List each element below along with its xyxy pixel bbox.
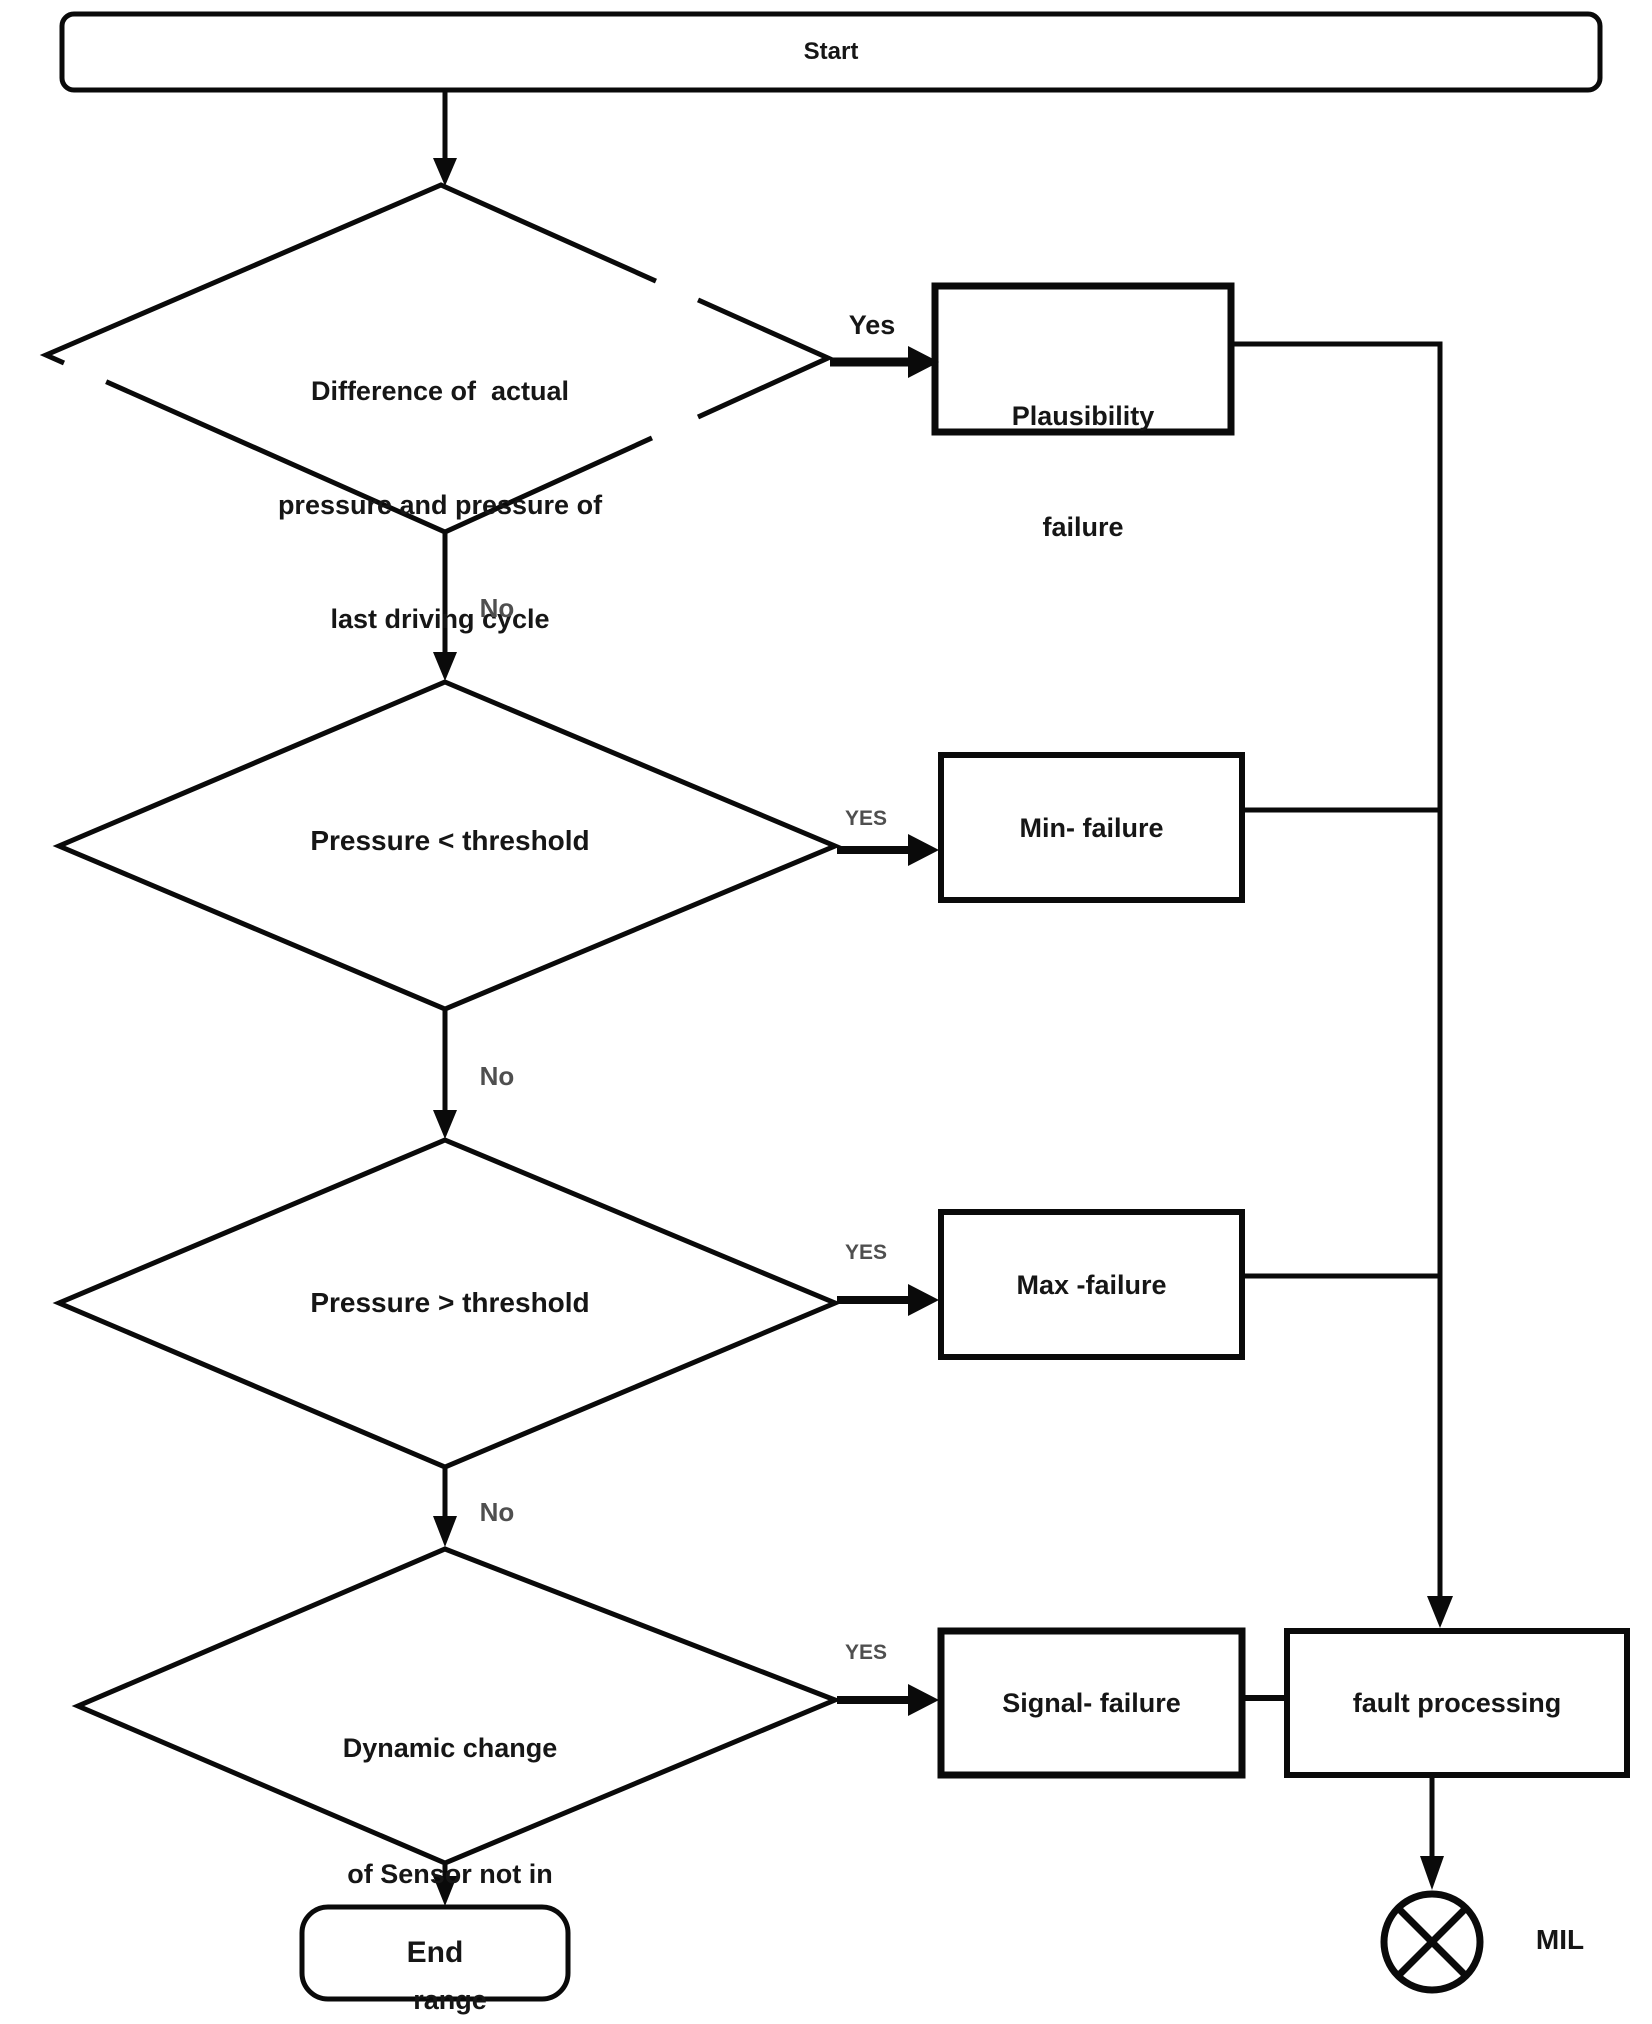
decision1-label-line1: Difference of actual: [310, 376, 570, 406]
no-label-1: No: [479, 593, 515, 623]
arrowhead-down-icon: [433, 1876, 457, 1906]
arrowhead-down-icon: [1420, 1856, 1444, 1890]
trunk-connector: [1231, 341, 1443, 1600]
scan-gap: [649, 411, 701, 444]
fault-processing-label: fault processing: [1352, 1688, 1562, 1718]
decision4-label: Dynamic change of Sensor not in range: [195, 1643, 705, 2024]
decision2-label: Pressure < threshold: [310, 825, 590, 856]
decision1-label-line2: pressure and pressure of: [277, 490, 603, 520]
plausibility-failure-line2: failure: [1042, 512, 1124, 542]
plausibility-failure-box-shape: [931, 282, 1235, 436]
arrowhead-right-icon: [908, 1284, 939, 1316]
arrowhead-down-icon: [433, 158, 457, 186]
decision1-label: Difference of actual pressure and pressu…: [190, 296, 690, 714]
plausibility-failure-line1: Plausibility: [1011, 401, 1155, 431]
signal-failure-label: Signal- failure: [1002, 1688, 1181, 1718]
arrowhead-right-icon: [908, 834, 939, 866]
arrowhead-down-icon: [433, 1110, 457, 1139]
mil-label: MIL: [1535, 1924, 1585, 1955]
fault-processing-box-shape: [1284, 1628, 1630, 1778]
max-failure-label: Max -failure: [1016, 1270, 1167, 1300]
arrowhead-right-icon: [908, 346, 939, 378]
decision4-label-line2: of Sensor not in: [347, 1859, 553, 1889]
yes-label-signal: YES: [844, 1641, 888, 1664]
signal-failure-box-shape: [937, 1627, 1246, 1779]
decision4-label-line3: range: [413, 1985, 487, 2015]
arrowhead-down-icon: [433, 652, 457, 681]
min-failure-box-shape: [938, 752, 1245, 903]
arrowhead-right-icon: [908, 1684, 939, 1716]
yes-label-min: YES: [844, 807, 888, 830]
decision4-label-line1: Dynamic change: [342, 1733, 558, 1763]
end-node-shape: [299, 1904, 571, 2002]
max-failure-box-shape: [938, 1209, 1245, 1360]
arrowhead-down-icon: [433, 1516, 457, 1547]
start-label: Start: [803, 38, 859, 65]
decision3-label: Pressure > threshold: [310, 1287, 590, 1318]
min-failure-label: Min- failure: [1019, 813, 1164, 843]
yes-label-plausibility: Yes: [848, 310, 896, 340]
mil-lamp-icon: [1380, 1890, 1484, 1994]
end-label: End: [406, 1936, 464, 1969]
decision1-label-line3: last driving cycle: [330, 604, 550, 634]
arrowhead-down-icon: [1427, 1596, 1453, 1628]
yes-label-max: YES: [844, 1241, 888, 1264]
mil-lamp-cross-icon: [1395, 1905, 1469, 1979]
scan-gap: [653, 275, 701, 306]
plausibility-failure-label: Plausibility failure: [935, 324, 1231, 620]
scan-gap: [61, 357, 109, 388]
start-node-shape: [59, 11, 1603, 93]
no-label-2: No: [479, 1061, 515, 1091]
no-label-3: No: [479, 1497, 515, 1527]
